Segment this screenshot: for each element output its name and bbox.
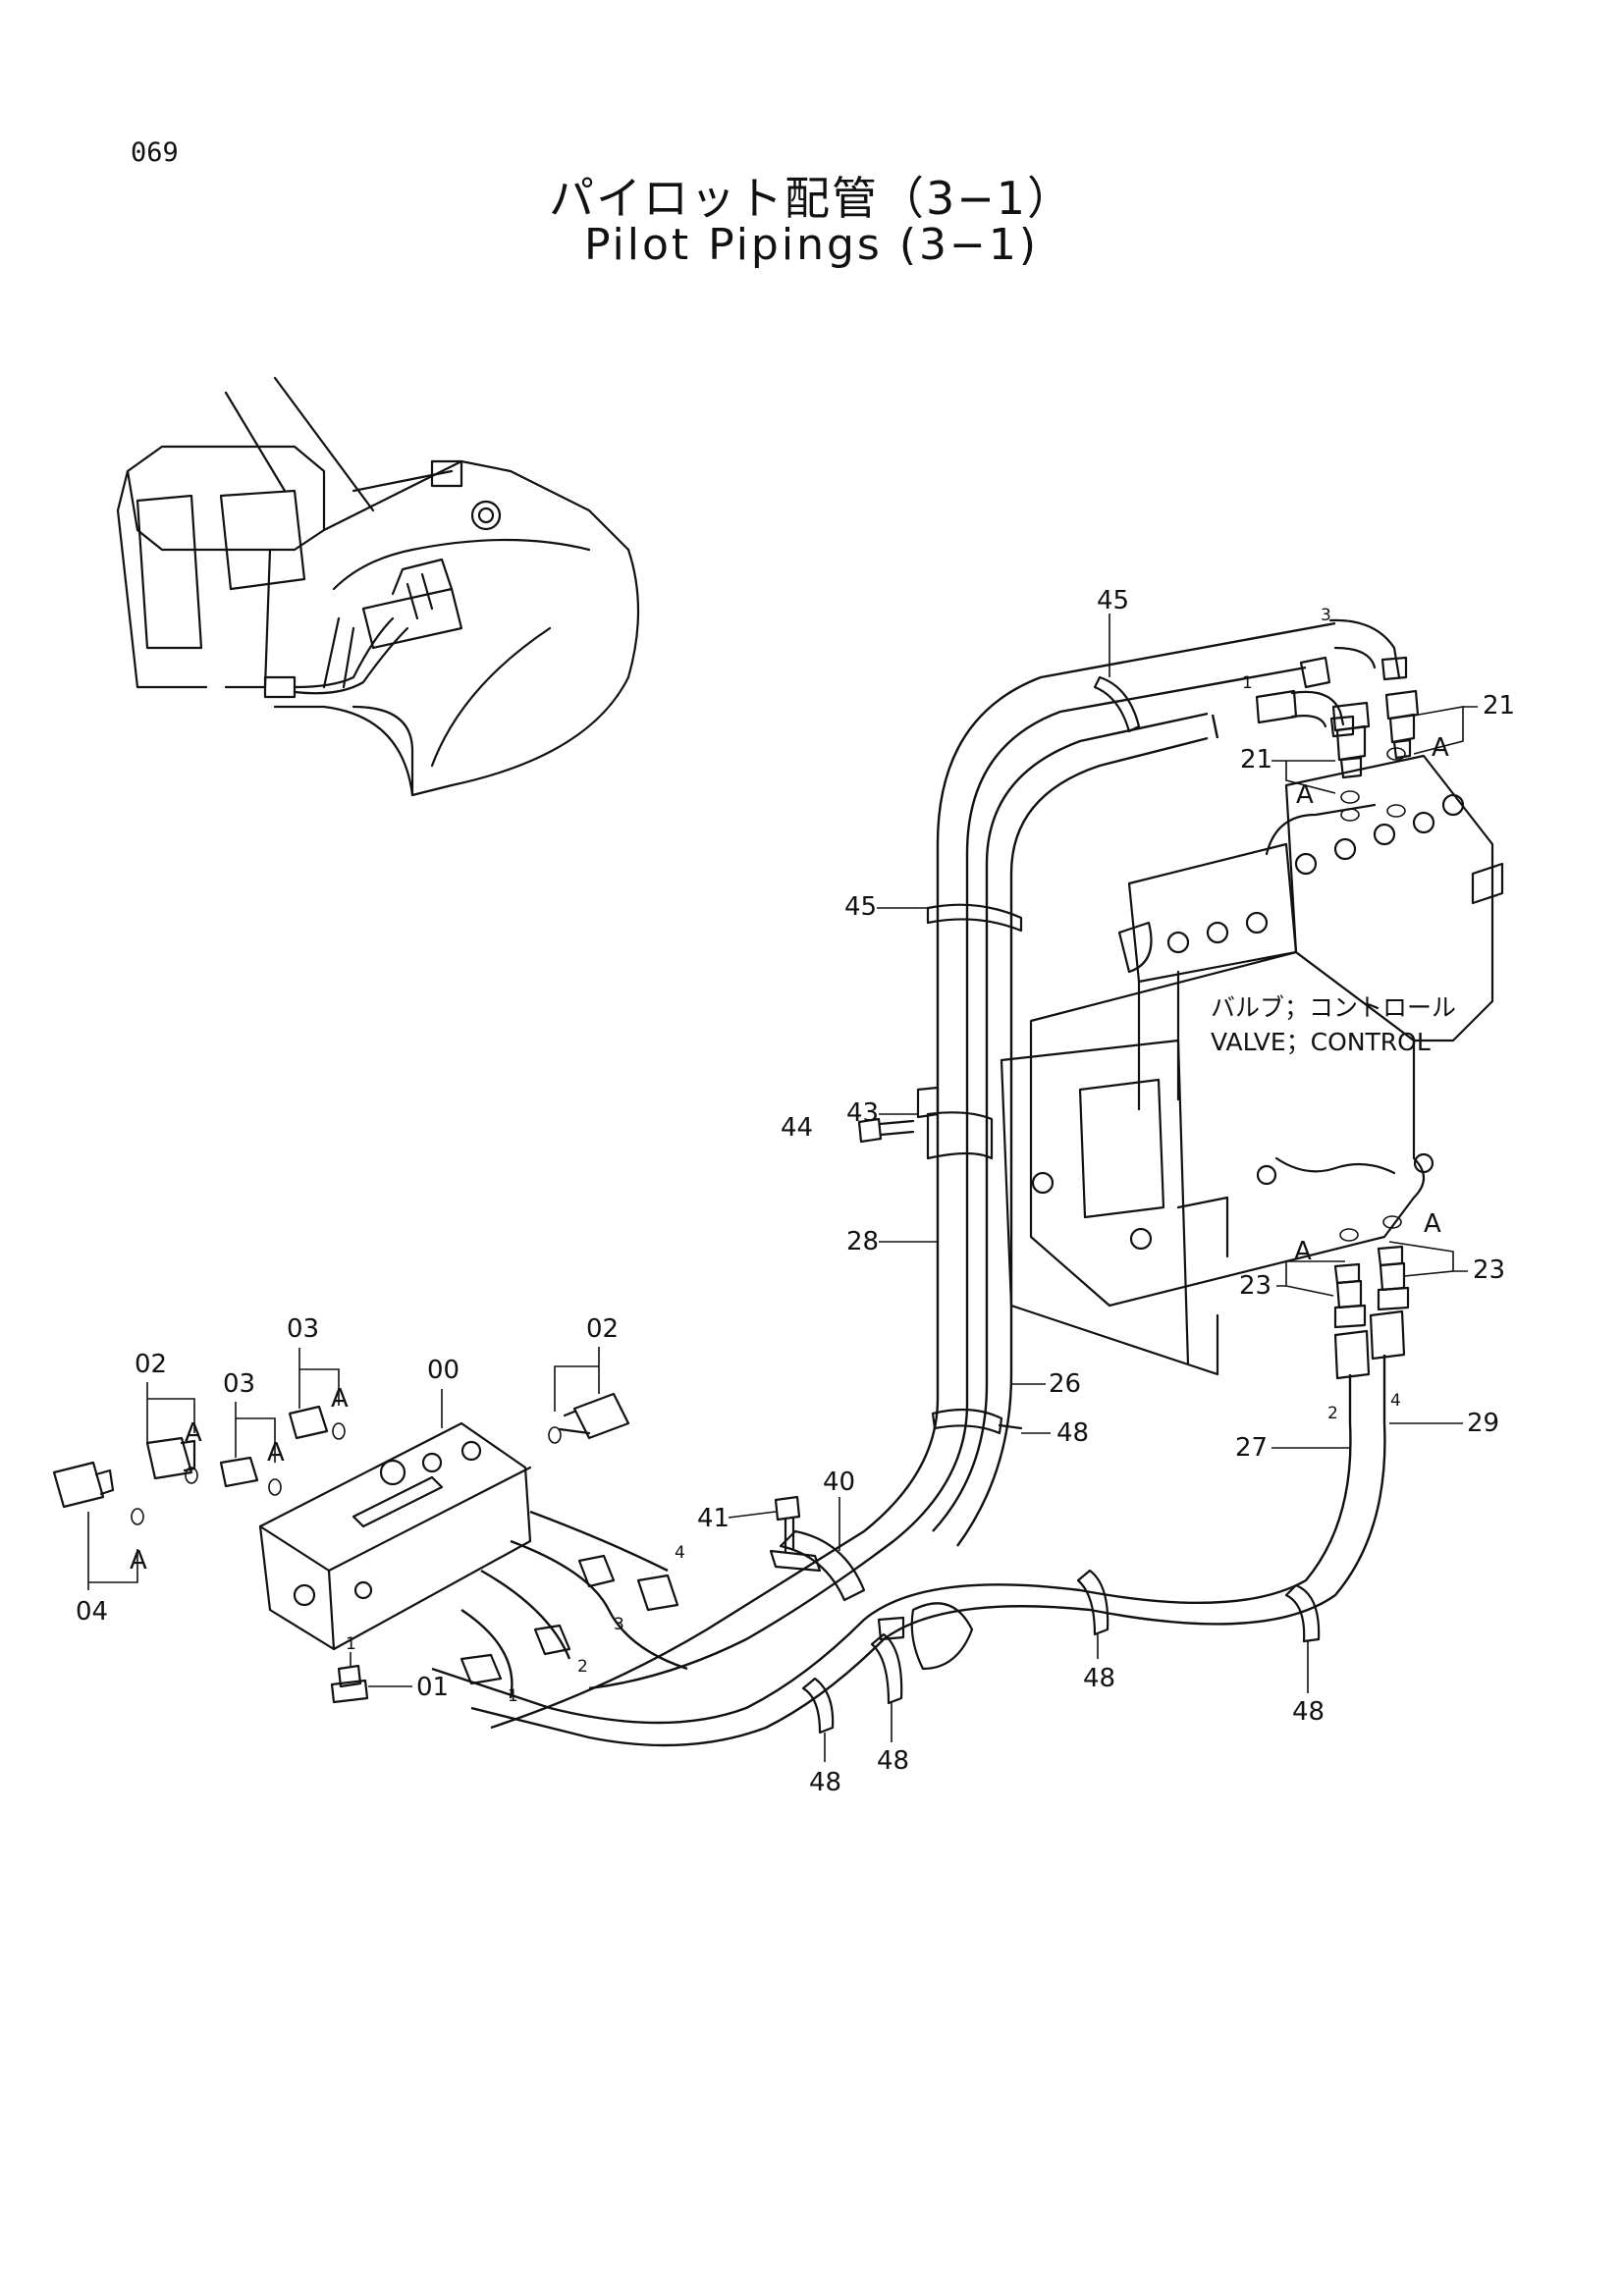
sensor-02-right bbox=[558, 1392, 630, 1440]
o-ring-top-left bbox=[1340, 790, 1360, 804]
leader-lines bbox=[87, 614, 1478, 1762]
valve-label-japanese: バルブ；コントロール bbox=[1211, 993, 1456, 1022]
callout-48-lower-2: 48 bbox=[877, 1746, 909, 1776]
hose-bundle-upper bbox=[936, 618, 1408, 1404]
adapter-21-upper-left bbox=[1331, 701, 1371, 779]
page-number: 069 bbox=[131, 137, 179, 168]
hose-number-1-top: 1 bbox=[1242, 673, 1253, 693]
callout-23-left: 23 bbox=[1239, 1271, 1271, 1301]
callout-48-lower-1: 48 bbox=[809, 1768, 841, 1797]
o-ring-03-right bbox=[332, 1422, 346, 1440]
callout-48-right-upper: 48 bbox=[1056, 1418, 1089, 1448]
o-ring-02-right bbox=[548, 1426, 562, 1444]
adapter-23-lower-left bbox=[1333, 1262, 1367, 1329]
bolt-44 bbox=[857, 1117, 915, 1144]
sensor-02-left bbox=[145, 1436, 196, 1480]
bolt-41 bbox=[769, 1495, 822, 1573]
detail-a-top-left: A bbox=[1296, 780, 1314, 810]
hose-number-4-left: 4 bbox=[675, 1543, 685, 1563]
o-ring-bottom-right bbox=[1382, 1215, 1402, 1229]
hose-27-29-right-sweep bbox=[431, 1309, 1406, 1747]
hose-number-2-right: 2 bbox=[1327, 1404, 1338, 1423]
sensor-04 bbox=[52, 1461, 115, 1509]
valve-mounting-bracket bbox=[1000, 1039, 1229, 1376]
hoses-from-manifold bbox=[460, 1510, 688, 1699]
callout-28: 28 bbox=[846, 1227, 879, 1256]
hose-number-4-right: 4 bbox=[1390, 1391, 1401, 1411]
callout-labels: 45 21 21 45 43 44 28 26 48 23 23 27 29 4… bbox=[76, 586, 1515, 1797]
clamp-40 bbox=[779, 1529, 866, 1602]
callout-48-mid-1: 48 bbox=[1083, 1664, 1115, 1693]
hose-number-3-top: 3 bbox=[1321, 606, 1331, 625]
detail-a-bottom-left: A bbox=[1294, 1237, 1312, 1266]
callout-03-left: 03 bbox=[223, 1369, 255, 1399]
page-title-english: Pilot Pipings (3−1) bbox=[583, 220, 1040, 270]
port-top-right bbox=[1386, 804, 1406, 818]
callout-48-mid-2: 48 bbox=[1292, 1697, 1325, 1727]
callout-21-right: 21 bbox=[1483, 691, 1515, 721]
detail-a-04: A bbox=[130, 1546, 147, 1575]
callout-45-top: 45 bbox=[1097, 586, 1129, 615]
plug-03-left bbox=[219, 1456, 259, 1488]
plug-03-right bbox=[288, 1405, 329, 1440]
clamp-48-mid-1 bbox=[1076, 1569, 1109, 1636]
clamp-48-lower-2 bbox=[870, 1616, 905, 1705]
detail-a-top-right: A bbox=[1432, 733, 1449, 763]
callout-40: 40 bbox=[823, 1468, 855, 1497]
hose-number-2-left: 2 bbox=[577, 1657, 588, 1677]
o-ring-02-left bbox=[185, 1467, 198, 1484]
hose-end-numbers: 1 3 2 4 1 2 3 4 1 bbox=[346, 606, 1401, 1706]
callout-45-middle: 45 bbox=[844, 892, 877, 922]
callout-02-right: 02 bbox=[586, 1314, 619, 1344]
callout-41: 41 bbox=[697, 1504, 730, 1533]
callout-01: 01 bbox=[416, 1673, 449, 1702]
clamp-43-bracket bbox=[916, 1086, 994, 1160]
detail-a-02-left: A bbox=[185, 1418, 202, 1448]
hose-number-1-left: 1 bbox=[508, 1686, 518, 1706]
callout-44: 44 bbox=[781, 1113, 813, 1143]
callout-26: 26 bbox=[1049, 1369, 1081, 1399]
clamp-45-middle bbox=[926, 903, 1023, 933]
control-valve-body bbox=[1029, 754, 1504, 1308]
hose-number-3-left: 3 bbox=[614, 1615, 624, 1634]
pilot-manifold-block bbox=[258, 1421, 532, 1651]
detail-a-markers: A A A A A A A A bbox=[130, 733, 1449, 1575]
hose-26-28-lower-sweep bbox=[490, 1373, 1013, 1730]
port-top-left bbox=[1340, 808, 1360, 822]
clamp-large-sleeve bbox=[910, 1602, 974, 1671]
callout-00: 00 bbox=[427, 1356, 460, 1385]
detail-a-03-right: A bbox=[331, 1384, 349, 1414]
detail-a-03-left: A bbox=[267, 1438, 285, 1468]
o-ring-04 bbox=[131, 1508, 144, 1525]
callout-04: 04 bbox=[76, 1597, 108, 1627]
callout-02-left: 02 bbox=[135, 1350, 167, 1379]
page-title-japanese: パイロット配管（3−1） bbox=[548, 172, 1075, 225]
o-ring-top-right bbox=[1386, 747, 1406, 761]
clamp-45-top bbox=[1093, 675, 1141, 733]
clamp-48-mid-2 bbox=[1284, 1583, 1321, 1643]
o-ring-03-left bbox=[268, 1478, 282, 1496]
detail-a-bottom-right: A bbox=[1424, 1209, 1441, 1239]
clamp-48-right-upper bbox=[931, 1408, 1023, 1435]
adapter-23-lower-right bbox=[1377, 1245, 1410, 1311]
callout-43: 43 bbox=[846, 1098, 879, 1128]
excavator-inset-illustration bbox=[116, 376, 640, 797]
o-ring-bottom-left bbox=[1339, 1228, 1359, 1242]
callout-23-right: 23 bbox=[1473, 1255, 1505, 1285]
callout-21-left: 21 bbox=[1240, 745, 1272, 774]
callout-27: 27 bbox=[1235, 1433, 1268, 1463]
clamp-48-lower-1 bbox=[801, 1677, 835, 1735]
plug-01 bbox=[330, 1664, 369, 1704]
valve-label-english: VALVE；CONTROL bbox=[1211, 1028, 1431, 1056]
callout-03-right: 03 bbox=[287, 1314, 319, 1344]
plug-number-1: 1 bbox=[346, 1634, 356, 1654]
adapter-21-upper-right bbox=[1384, 689, 1420, 760]
callout-29: 29 bbox=[1467, 1409, 1499, 1438]
